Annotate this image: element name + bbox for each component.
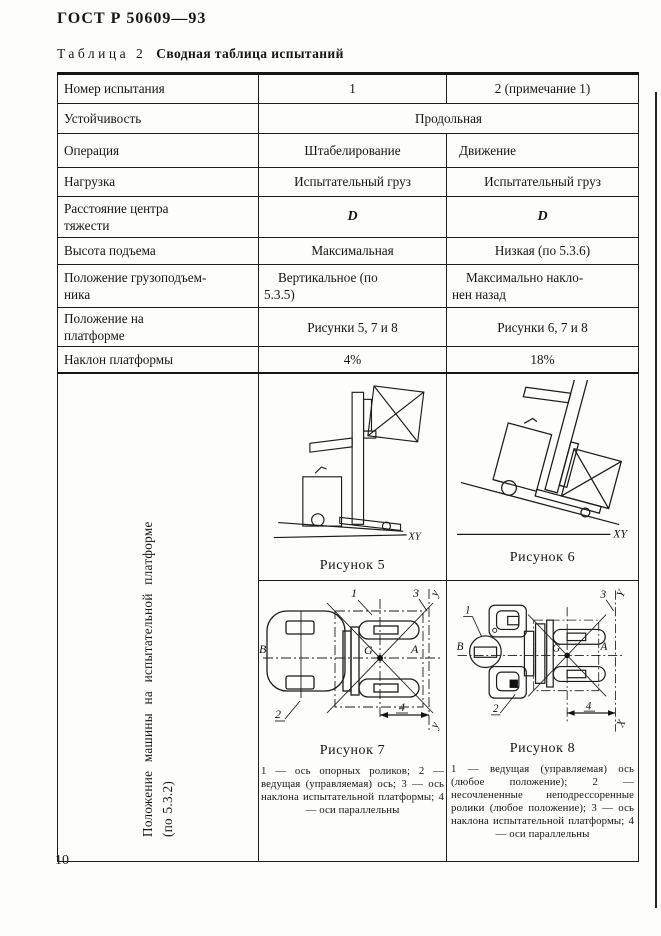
forklift-top-view-on-platform-drawing: 1 2 3 4 B A G y y: [259, 586, 442, 733]
table-row: Положение на платформе Рисунки 5, 7 и 8 …: [57, 306, 639, 348]
figures-col-2: XY Рисунок 6: [446, 372, 639, 862]
figures-row: Положение машины на испытательной платфо…: [57, 372, 639, 862]
fig8-point-b-label: B: [456, 641, 463, 653]
fig7-gravity-center-label: G: [364, 643, 373, 657]
machine-position-label: Положение машины на испытательной платфо…: [138, 397, 178, 838]
forklift-side-view-vertical-mast-drawing: XY: [273, 385, 424, 542]
table-row: Нагрузка Испытательный груз Испытательны…: [57, 167, 639, 197]
table-row: Расстояние центра тяжести D D: [57, 196, 639, 238]
table-label: Таблица 2: [57, 46, 147, 61]
row-label: Расстояние центра тяжести: [57, 196, 259, 238]
row-label: Высота подъема: [57, 237, 259, 265]
fig8-axle1-label: 1: [465, 604, 471, 616]
tricycle-forklift-top-view-drawing: 1 2 3 4 B A G Y X: [456, 587, 629, 732]
fig8-y-axis-label: Y: [614, 587, 628, 599]
fig7-dim4-label: 4: [399, 700, 405, 714]
cell-test2: 18%: [446, 346, 639, 374]
fig8-point-a-label: A: [599, 641, 607, 653]
fig7-point-a-label: A: [410, 642, 419, 656]
table-row: Положение грузоподъем- ника Вертикальное…: [57, 264, 639, 308]
ground-axis-label: XY: [612, 527, 628, 540]
cell-test2: Испытательный груз: [446, 167, 639, 197]
standard-number: ГОСТ Р 50609—93: [57, 10, 207, 27]
figure-7-legend: 1 — ось опорных роликов; 2 — ведущая (уп…: [261, 765, 444, 816]
figure-7-block: 1 2 3 4 B A G y y Рисунок 7 1 — ось опор…: [259, 581, 446, 817]
page-number: 10: [55, 853, 69, 868]
side-label-note: (по 5.3.2): [160, 781, 175, 838]
table-row: Номер испытания 1 2 (примечание 1): [57, 72, 639, 104]
figures-col-1: XY Рисунок 5: [258, 372, 447, 862]
fig7-point-b-label: B: [259, 642, 267, 656]
cell-test1: Вертикальное (по 5.3.5): [258, 264, 447, 308]
fig8-rollers2-label: 2: [492, 703, 498, 715]
side-label-cell: Положение машины на испытательной платфо…: [57, 372, 259, 862]
fig8-dim4-label: 4: [585, 700, 591, 712]
forklift-side-view-tilted-drawing: XY: [456, 379, 628, 540]
row-label: Положение на платформе: [57, 306, 259, 348]
row-label: Устойчивость: [57, 103, 259, 134]
cell-span: Продольная: [258, 103, 639, 134]
row-label: Номер испытания: [57, 72, 259, 104]
side-label-text: Положение машины на испытательной платфо…: [140, 521, 156, 838]
cell-test2: Максимально накло- нен назад: [446, 264, 639, 308]
figure-8-block: 1 2 3 4 B A G Y X Рисунок 8 1 — ведущая …: [447, 581, 638, 841]
row-label: Положение грузоподъем- ника: [57, 264, 259, 308]
cell-test1: D: [258, 196, 447, 238]
fig7-axle1-label: 1: [351, 586, 357, 600]
fig7-axle2-label: 2: [275, 707, 281, 721]
table-title: Сводная таблица испытаний: [156, 46, 344, 61]
cell-test2: Рисунки 6, 7 и 8: [446, 306, 639, 348]
figure-8-legend: 1 — ведущая (управляемая) ось (любое пол…: [451, 763, 634, 840]
cell-test1: Максимальная: [258, 237, 447, 265]
cell-test2: 2 (примечание 1): [446, 72, 639, 104]
ground-axis-label: XY: [407, 531, 421, 542]
table-row: Операция Штабелирование Движение: [57, 133, 639, 168]
fig8-x-axis-label: X: [614, 717, 629, 730]
cell-test1: Испытательный груз: [258, 167, 447, 197]
cell-test1: Рисунки 5, 7 и 8: [258, 306, 447, 348]
figure-5-caption: Рисунок 5: [319, 557, 386, 573]
fig8-gravity-center-label: G: [552, 643, 560, 655]
cell-test2: Движение: [446, 133, 639, 168]
figure-7-caption: Рисунок 7: [319, 742, 386, 758]
fig8-tiltaxis-label: 3: [599, 589, 606, 601]
scan-edge-artifact: [655, 92, 657, 908]
table-row: Устойчивость Продольная: [57, 103, 639, 134]
cell-test2: D: [446, 196, 639, 238]
figure-6-block: XY Рисунок 6: [447, 374, 638, 581]
cell-test1: 1: [258, 72, 447, 104]
row-label: Операция: [57, 133, 259, 168]
table-row: Наклон платформы 4% 18%: [57, 346, 639, 374]
figure-5-block: XY Рисунок 5: [259, 374, 446, 581]
row-label: Наклон платформы: [57, 346, 259, 374]
table-row: Высота подъема Максимальная Низкая (по 5…: [57, 237, 639, 265]
table-caption: Таблица 2 Сводная таблица испытаний: [57, 46, 344, 62]
figure-8-caption: Рисунок 8: [509, 740, 576, 756]
figure-6-caption: Рисунок 6: [509, 549, 576, 565]
row-label: Нагрузка: [57, 167, 259, 197]
fig7-tiltaxis-label: 3: [412, 586, 419, 600]
cell-test2: Низкая (по 5.3.6): [446, 237, 639, 265]
test-summary-table: Номер испытания 1 2 (примечание 1) Устой…: [57, 72, 639, 862]
cell-test1: 4%: [258, 346, 447, 374]
cell-test1: Штабелирование: [258, 133, 447, 168]
